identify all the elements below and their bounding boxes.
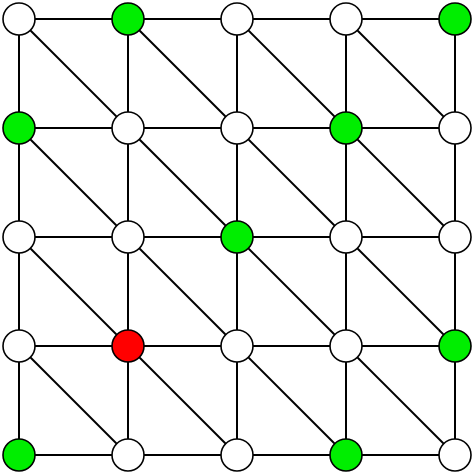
edge-diagonal <box>127 18 238 129</box>
edge-diagonal <box>345 18 456 129</box>
edge-diagonal <box>345 345 456 456</box>
board-node-green[interactable] <box>111 2 145 36</box>
board-node-green[interactable] <box>329 111 363 145</box>
board-edges <box>18 18 456 456</box>
board-node-empty[interactable] <box>2 220 36 254</box>
edge-diagonal <box>236 127 347 238</box>
board-node-green[interactable] <box>438 2 472 36</box>
board-node-empty[interactable] <box>220 111 254 145</box>
board-node-green[interactable] <box>438 329 472 363</box>
edge-diagonal <box>236 18 347 129</box>
board-node-empty[interactable] <box>329 220 363 254</box>
board-node-red[interactable] <box>111 329 145 363</box>
edge-diagonal <box>345 236 456 347</box>
edge-diagonal <box>18 18 129 129</box>
edge-diagonal <box>345 127 456 238</box>
edge-diagonal <box>127 127 238 238</box>
board-node-empty[interactable] <box>220 438 254 472</box>
board-node-empty[interactable] <box>111 438 145 472</box>
board-node-empty[interactable] <box>2 2 36 36</box>
edge-diagonal <box>236 236 347 347</box>
board-node-empty[interactable] <box>438 220 472 254</box>
board-node-empty[interactable] <box>220 329 254 363</box>
board-node-empty[interactable] <box>329 329 363 363</box>
edge-diagonal <box>127 345 238 456</box>
edge-diagonal <box>18 345 129 456</box>
board-node-empty[interactable] <box>438 438 472 472</box>
board-node-empty[interactable] <box>438 111 472 145</box>
edge-diagonal <box>18 236 129 347</box>
board-node-green[interactable] <box>2 111 36 145</box>
board-node-green[interactable] <box>329 438 363 472</box>
board-node-empty[interactable] <box>2 329 36 363</box>
board-node-empty[interactable] <box>111 111 145 145</box>
edge-diagonal <box>127 236 238 347</box>
board-node-green[interactable] <box>220 220 254 254</box>
edge-diagonal <box>236 345 347 456</box>
board-node-empty[interactable] <box>329 2 363 36</box>
board-node-empty[interactable] <box>220 2 254 36</box>
edge-diagonal <box>18 127 129 238</box>
board-node-green[interactable] <box>2 438 36 472</box>
board-node-empty[interactable] <box>111 220 145 254</box>
